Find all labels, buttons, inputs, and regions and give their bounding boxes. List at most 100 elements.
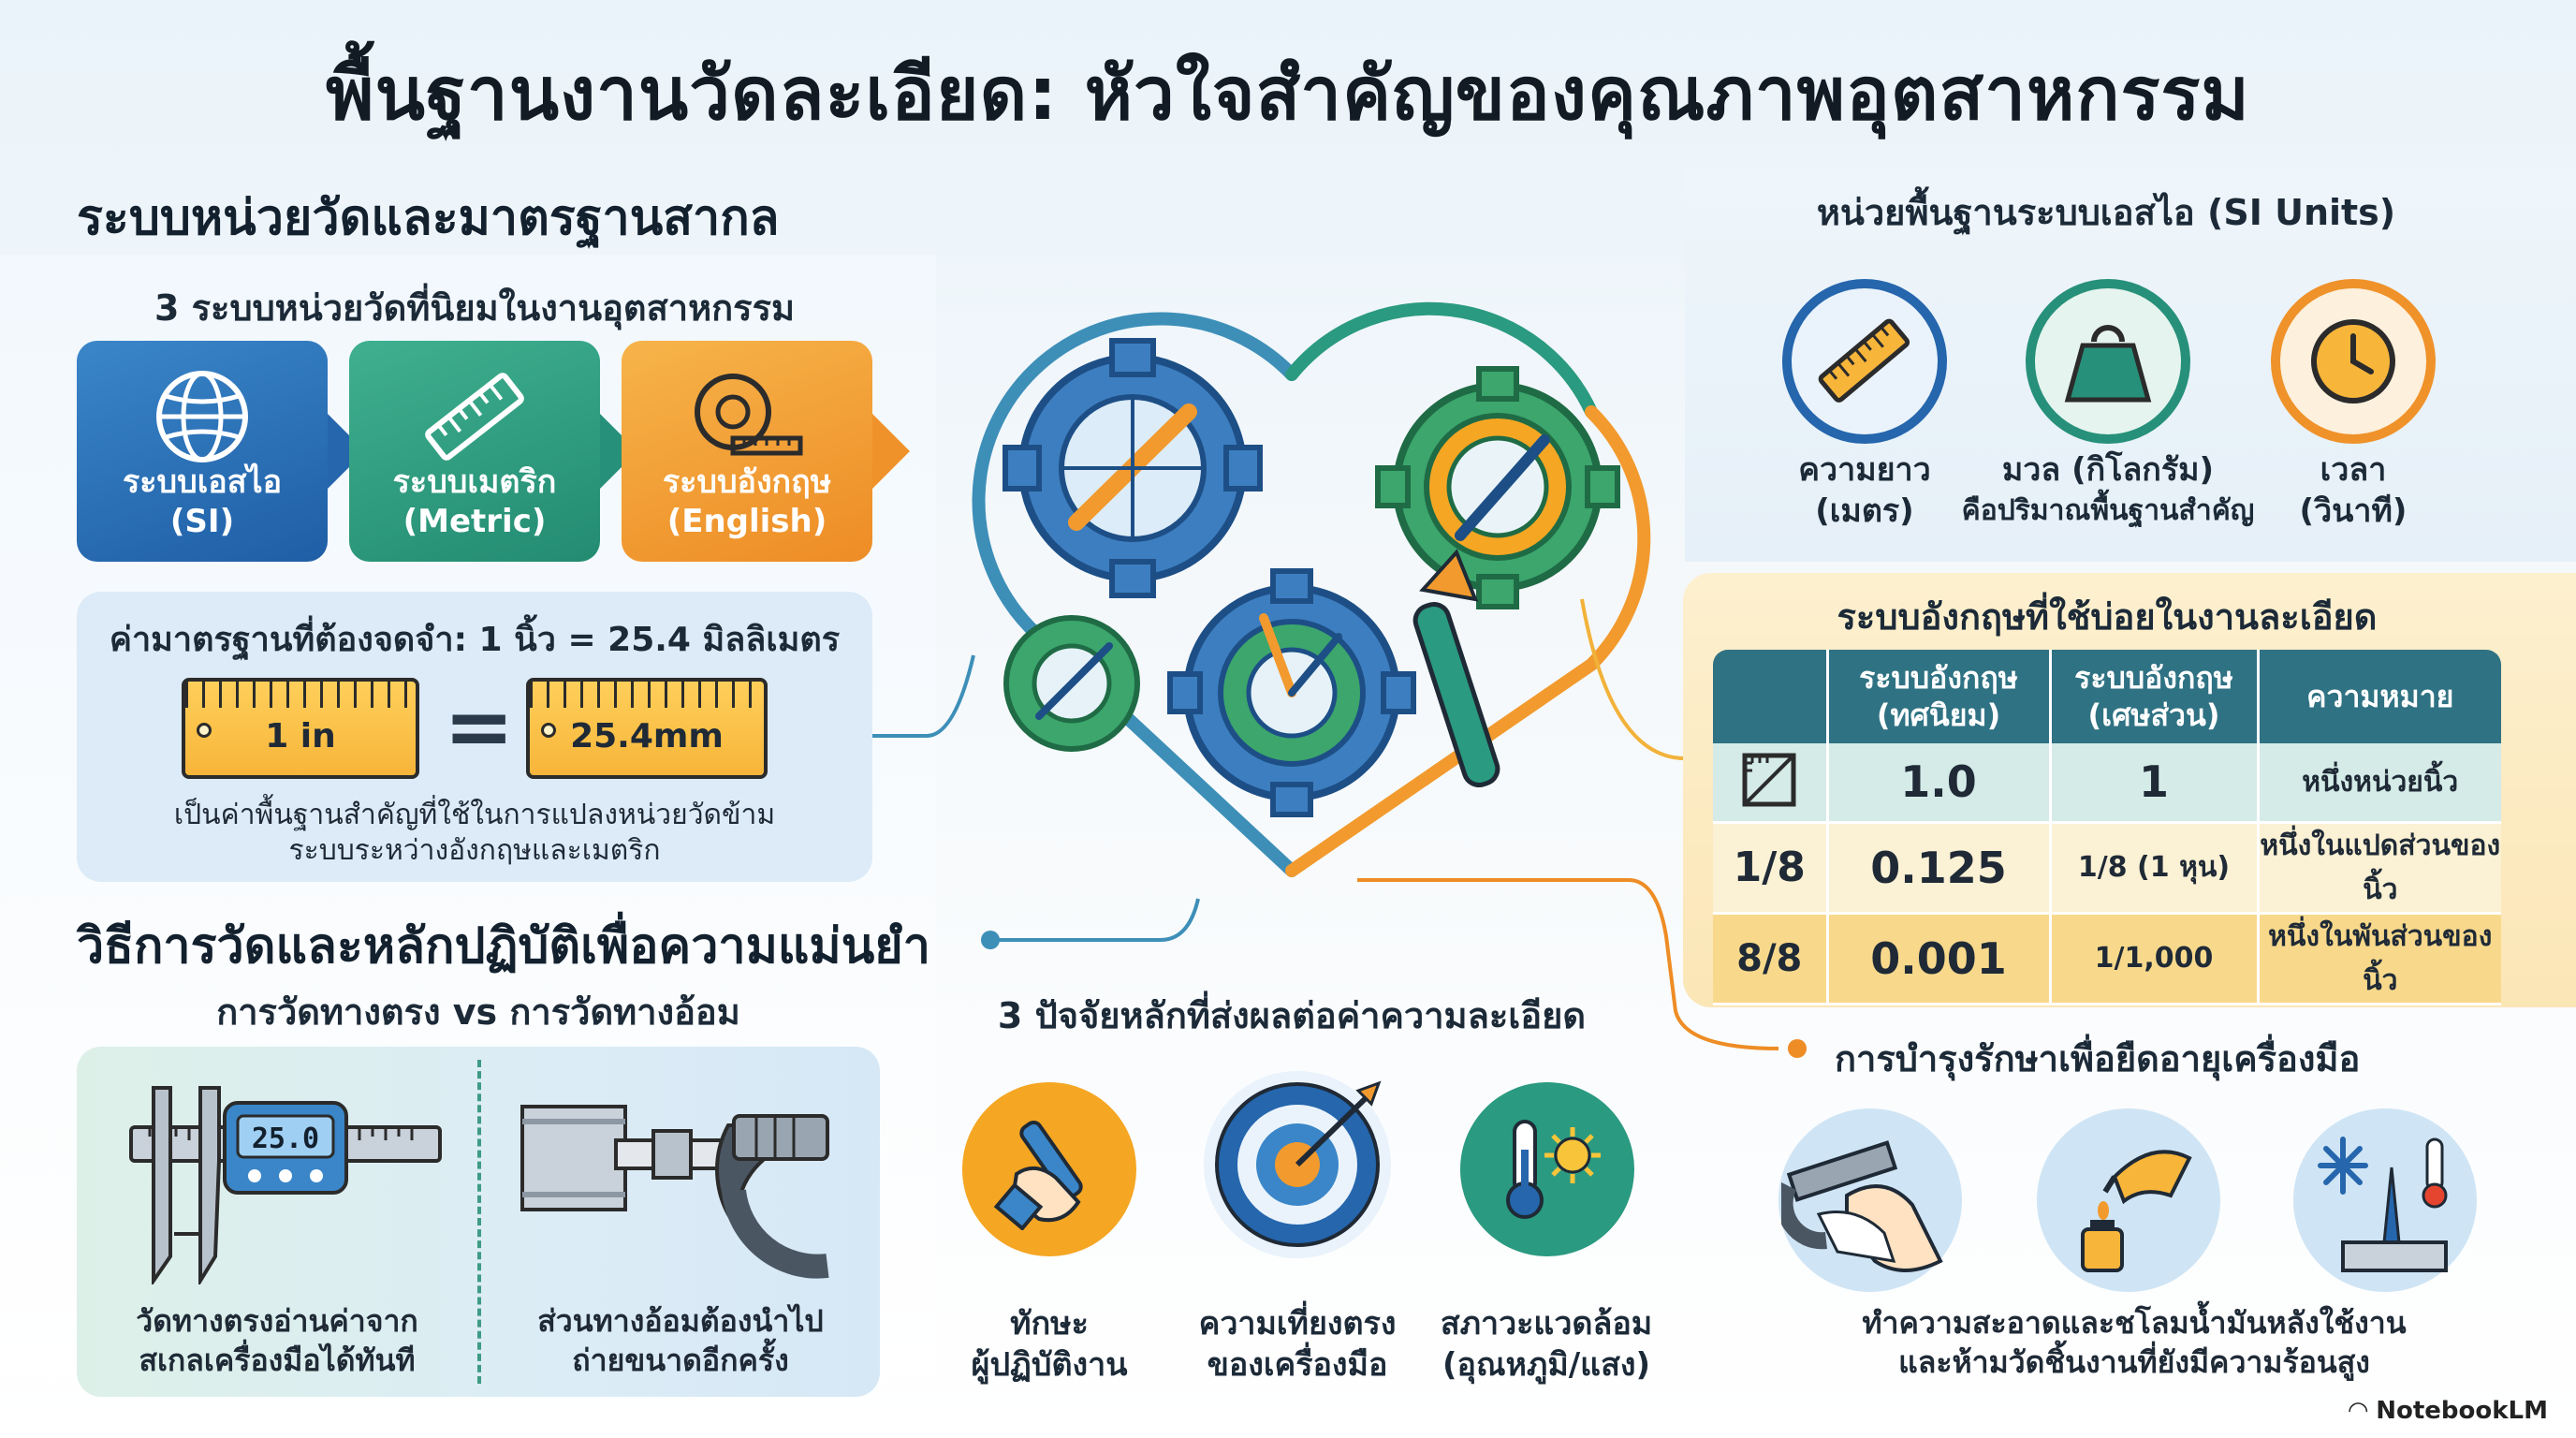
si-time-badge	[2271, 279, 2436, 444]
factor-precision-line1: ความเที่ยงตรง	[1198, 1305, 1397, 1343]
standard-note-line1: เป็นค่าพื้นฐานสำคัญที่ใช้ในการแปลงหน่วยว…	[173, 799, 776, 831]
units-subheading: 3 ระบบหน่วยวัดที่นิยมในงานอุตสาหกรรม	[154, 287, 796, 329]
si-length-line1: ความยาว	[1798, 451, 1931, 489]
caliper-display: 25.0	[252, 1123, 319, 1155]
si-time-label: เวลา (วินาที)	[2247, 449, 2460, 532]
maintenance-oil-badge	[2037, 1108, 2220, 1292]
system-si-card: ระบบเอสไอ (SI)	[77, 341, 365, 562]
indirect-caption: ส่วนทางอ้อมต้องนำไป ถ่ายขนาดอีกครั้ง	[481, 1301, 880, 1380]
table-row-icon	[1713, 743, 1829, 824]
table-cell-decimal: 0.001	[1827, 913, 2052, 1005]
table-row: 1.0 1 หนึ่งหน่วยนิ้ว	[1713, 743, 2501, 824]
factor-environment-line1: สภาวะแวดล้อม	[1440, 1305, 1653, 1343]
ruler-icon	[1818, 318, 1910, 403]
si-heading: หน่วยพื้นฐานระบบเอสไอ (SI Units)	[1816, 192, 2396, 233]
system-si-line1: ระบบเอสไอ	[123, 463, 282, 501]
direct-caption: วัดทางตรงอ่านค่าจาก สเกลเครื่องมือได้ทัน…	[77, 1301, 477, 1380]
system-metric-card: ระบบเมตริก (Metric)	[349, 341, 637, 562]
table-header-fraction: ระบบอังกฤษ (เศษส่วน)	[2050, 650, 2260, 743]
system-metric-line2: (Metric)	[402, 503, 547, 540]
si-mass-line2: คือปริมาณพื้นฐานสำคัญ	[1961, 494, 2255, 527]
standard-note-line2: ระบบระหว่างอังกฤษและเมตริก	[288, 834, 661, 867]
direct-caption-line2: สเกลเครื่องมือได้ทันที	[139, 1343, 416, 1378]
gear-bottom-center-icon	[1167, 568, 1416, 817]
method-heading: วิธีการวัดและหลักปฏิบัติเพื่อความแม่นยำ	[77, 918, 930, 975]
micrometer-icon	[520, 1105, 829, 1279]
notebooklm-watermark: ◠ NotebookLM	[2349, 1397, 2548, 1425]
notebooklm-logo-icon: ◠	[2349, 1397, 2377, 1425]
tape-measure-icon	[695, 374, 803, 456]
gear-left-icon	[1003, 338, 1263, 598]
gear-right-icon	[1375, 366, 1620, 609]
inch-ruler-label: 1 in	[265, 716, 336, 756]
table-cell-fraction: 1	[2050, 743, 2260, 824]
header-decimal-text: ระบบอังกฤษ (ทศนิยม)	[1859, 660, 2018, 733]
factor-skill-label: ทักษะ ผู้ปฏิบัติงาน	[936, 1303, 1163, 1386]
table-cell-meaning: หนึ่งหน่วยนิ้ว	[2258, 743, 2501, 824]
fraction-icon: 1/8	[1713, 822, 1829, 915]
target-icon	[1215, 1080, 1382, 1247]
oil-bottle-icon	[2081, 1150, 2192, 1272]
snowflake-thermometer-icon	[2318, 1137, 2448, 1272]
compare-divider	[477, 1060, 481, 1384]
factor-skill-line1: ทักษะ	[1010, 1305, 1089, 1343]
standard-note: เป็นค่าพื้นฐานสำคัญที่ใช้ในการแปลงหน่วยว…	[77, 798, 872, 869]
maintenance-clean-badge	[1778, 1108, 1962, 1292]
table-cell-meaning: หนึ่งในพันส่วนของนิ้ว	[2258, 913, 2501, 1005]
watermark-text: NotebookLM	[2376, 1397, 2548, 1425]
gear-small-left-icon	[1003, 615, 1140, 752]
factor-environment-line2: (อุณหภูมิ/แสง)	[1442, 1346, 1650, 1384]
si-length-line2: (เมตร)	[1815, 492, 1914, 530]
header-meaning-text: ความหมาย	[2306, 679, 2454, 714]
compare-title: การวัดทางตรง vs การวัดทางอ้อม	[216, 991, 740, 1033]
table-row: 1/8 0.125 1/8 (1 หุน) หนึ่งในแปดส่วนของน…	[1713, 822, 2501, 915]
maintenance-heading: การบำรุงรักษาเพื่อยืดอายุเครื่องมือ	[1835, 1038, 2361, 1079]
system-metric-line1: ระบบเมตริก	[392, 463, 557, 501]
weight-icon	[2064, 325, 2152, 403]
table-cell-decimal: 0.125	[1827, 822, 2052, 915]
small-fraction-icon: 8/8	[1713, 913, 1829, 1005]
si-time-line1: เวลา	[2320, 451, 2387, 489]
equals-sign: =	[444, 678, 515, 776]
maintenance-line1: ทำความสะอาดและชโลมน้ำมันหลังใช้งาน	[1862, 1305, 2407, 1341]
factor-precision-label: ความเที่ยงตรง ของเครื่องมือ	[1174, 1303, 1421, 1386]
factors-heading: 3 ปัจจัยหลักที่ส่งผลต่อค่าความละเอียด	[997, 995, 1587, 1036]
hand-tool-icon	[993, 1120, 1083, 1230]
maintenance-no-heat-badge	[2293, 1108, 2477, 1292]
mm-ruler-label: 25.4mm	[570, 716, 724, 756]
system-si-line2: (SI)	[169, 503, 235, 540]
direct-caption-line1: วัดทางตรงอ่านค่าจาก	[136, 1303, 418, 1339]
heart-left-arc	[972, 312, 1298, 877]
maintenance-line2: และห้ามวัดชิ้นงานที่ยังมีความร้อนสูง	[1898, 1344, 2370, 1380]
header-fraction-text: ระบบอังกฤษ (เศษส่วน)	[2074, 660, 2233, 733]
si-length-badge	[1782, 279, 1947, 444]
square-ruler-icon	[1742, 753, 1796, 807]
ruler-icon	[425, 373, 524, 461]
system-english-card: ระบบอังกฤษ (English)	[622, 341, 910, 562]
factor-skill-line2: ผู้ปฏิบัติงาน	[971, 1346, 1128, 1384]
english-table-heading: ระบบอังกฤษที่ใช้บ่อยในงานละเอียด	[1837, 596, 2378, 638]
english-table: ระบบอังกฤษ (ทศนิยม) ระบบอังกฤษ (เศษส่วน)…	[1713, 650, 2501, 1005]
table-header-meaning: ความหมาย	[2258, 650, 2501, 743]
pen-tool-icon	[1412, 549, 1500, 788]
heart-top-right-arc	[1285, 301, 1598, 418]
system-english-line1: ระบบอังกฤษ	[662, 463, 832, 501]
table-row: 8/8 0.001 1/1,000 หนึ่งในพันส่วนของนิ้ว	[1713, 913, 2501, 1005]
table-cell-fraction: 1/8 (1 หุน)	[2050, 822, 2260, 915]
indirect-caption-line2: ถ่ายขนาดอีกครั้ง	[572, 1343, 789, 1378]
thermometer-sun-icon	[1506, 1120, 1601, 1219]
table-cell-meaning: หนึ่งในแปดส่วนของนิ้ว	[2258, 822, 2501, 915]
mm-ruler: 25.4mm	[526, 678, 768, 779]
units-heading: ระบบหน่วยวัดและมาตรฐานสากล	[77, 190, 780, 246]
si-mass-label: มวล (กิโลกรัม) คือปริมาณพื้นฐานสำคัญ	[1943, 449, 2273, 532]
globe-icon	[156, 371, 248, 462]
page-title: พื้นฐานงานวัดละเอียด: หัวใจสำคัญของคุณภา…	[326, 52, 2250, 137]
si-mass-badge	[2026, 279, 2190, 444]
heart-gears-illustration	[972, 301, 1651, 877]
factor-environment-badge	[1460, 1082, 1634, 1256]
si-length-label: ความยาว (เมตร)	[1750, 449, 1979, 532]
table-header-icon	[1713, 650, 1829, 743]
inch-ruler: 1 in	[182, 678, 419, 779]
table-cell-decimal: 1.0	[1827, 743, 2052, 824]
standard-heading: ค่ามาตรฐานที่ต้องจดจำ: 1 นิ้ว = 25.4 มิล…	[109, 621, 841, 659]
